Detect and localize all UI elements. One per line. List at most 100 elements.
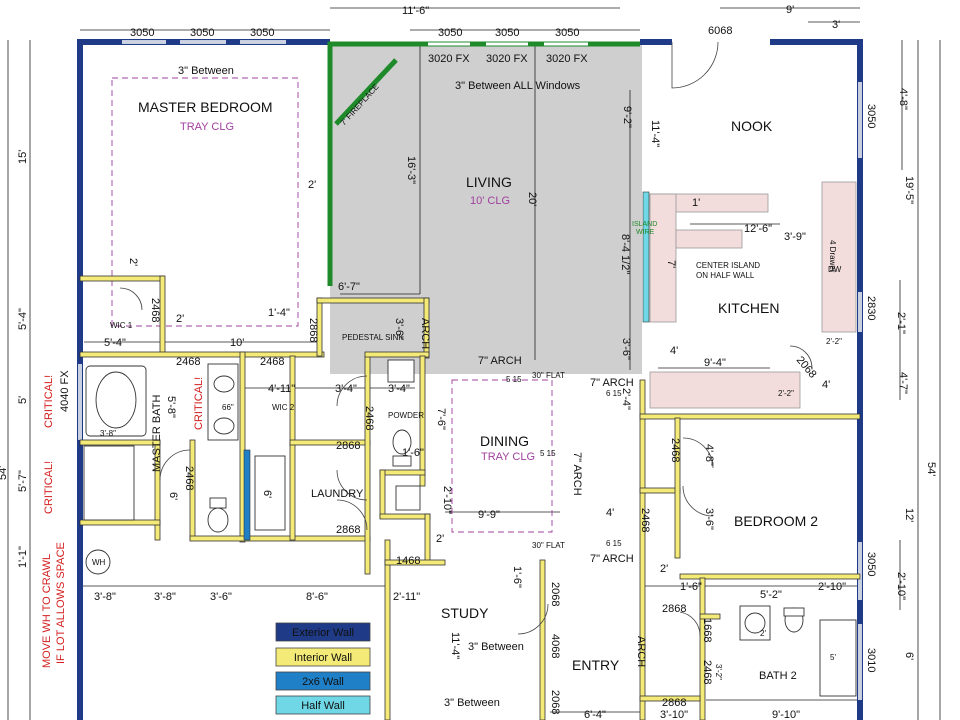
water-heater: WH (92, 558, 106, 567)
room-wic-2: WIC 2 (272, 403, 295, 412)
kitchen-counters (649, 181, 857, 409)
door-2468-mb: 2468 (176, 356, 200, 368)
dim-2-10b: 2'-10" (441, 486, 453, 514)
door-2868-entry: 2868 (662, 697, 686, 709)
door-1668: 1668 (701, 618, 713, 642)
arch-7-top: 7" ARCH (478, 355, 522, 367)
dim-2-wic1: 2' (127, 258, 139, 266)
dim-2-2-b: 2'-2" (778, 389, 794, 398)
dim-1-6-powder: 1'-6" (402, 447, 424, 459)
dim-8-4-half: 8'-4 1/2" (619, 234, 631, 274)
dim-66: 66" (222, 403, 234, 412)
legend-swatch-half-wall (275, 695, 371, 715)
critical-note-1: CRITICAL! (43, 375, 55, 428)
dim-3-8-b: 3'-8" (154, 591, 176, 603)
legend-swatch-exterior (275, 622, 371, 642)
dim-6-15-top: 6 15 (606, 389, 622, 398)
dim-3-6-bed2: 3'-6" (703, 508, 715, 530)
fixtures (83, 359, 857, 697)
dim-12: 12' (903, 508, 915, 522)
legend-swatch-2x6 (275, 671, 371, 691)
window-3050-e: 3050 (495, 27, 519, 39)
dim-2-10: 2'-10" (895, 572, 907, 600)
dim-5: 5' (17, 396, 29, 404)
arch-7-dining: 7" ARCH (571, 452, 583, 496)
dim-6: 6' (903, 652, 915, 660)
dim-6-mbath: 6' (167, 492, 179, 500)
window-3050-b: 3050 (190, 27, 214, 39)
dim-1-6-entry: 1'-6" (511, 566, 523, 588)
room-study: STUDY (441, 605, 489, 621)
dim-6-7: 6'-7" (338, 281, 360, 293)
flat-30-bottom: 30" FLAT (532, 541, 565, 550)
dim-5-4: 5'-4" (17, 308, 29, 330)
window-3050-nook: 3050 (865, 104, 877, 128)
dim-4-kitchen: 4' (670, 345, 678, 357)
interior-walls (79, 275, 861, 720)
dim-5-4-wic: 5'-4" (104, 337, 126, 349)
dim-2-1: 2'-1" (895, 312, 907, 334)
dim-3-9: 3'-9" (784, 231, 806, 243)
dim-9-4: 9'-4" (704, 357, 726, 369)
dim-4-8: 4'-8" (897, 88, 909, 110)
door-2468-bath2: 2468 (701, 660, 713, 684)
dim-2-master: 2' (308, 179, 316, 191)
dim-3: 3' (832, 19, 840, 31)
dim-3-8-a: 3'-8" (94, 591, 116, 603)
dim-6-15-bottom: 6 15 (606, 539, 622, 548)
dim-5-tub: 5' (830, 653, 836, 662)
dim-3-10: 3'-10" (660, 709, 688, 720)
dim-11-4: 11'-4" (649, 120, 661, 147)
dim-5-7: 5'-7" (17, 470, 29, 492)
arch-entry: ARCH (635, 636, 647, 667)
dim-4-8-bed2: 4'-8" (703, 444, 715, 466)
dim-3-8-tub: 3'-8" (100, 429, 116, 438)
island-wire-line2: WIRE (636, 229, 655, 236)
room-entry: ENTRY (572, 657, 620, 673)
door-2868-laundry-a: 2868 (336, 440, 360, 452)
note-3-between: 3" Between (178, 65, 234, 77)
legend-label-half-wall: Half Wall (301, 700, 345, 712)
master-bedroom-ceiling: TRAY CLG (180, 121, 234, 133)
dim-7-6: 7'-6" (435, 408, 447, 430)
door-2068-a: 2068 (549, 582, 561, 606)
dim-3-6-bottom: 3'-6" (210, 591, 232, 603)
arch-7-kitchen: 7" ARCH (590, 377, 634, 389)
dim-4-11: 4'-11" (268, 383, 295, 395)
room-powder: POWDER (388, 411, 424, 420)
dim-2-dining: 2' (436, 533, 444, 545)
dim-9: 9' (786, 4, 794, 16)
dim-9-10: 9'-10" (772, 709, 800, 720)
dim-9-2: 9'-2" (621, 106, 633, 128)
door-2468-wic2: 2468 (260, 356, 284, 368)
tray-ceilings (111, 77, 553, 533)
room-laundry: LAUNDRY (311, 488, 364, 500)
living-ceiling: 10' CLG (470, 195, 510, 207)
window-3020fx-b: 3020 FX (486, 53, 528, 65)
window-3010: 3010 (865, 648, 877, 672)
dim-15: 15' (17, 150, 29, 164)
legend-swatch-interior (275, 647, 371, 667)
critical-note-3: CRITICAL! (193, 377, 205, 430)
critical-note-2: CRITICAL! (43, 461, 55, 514)
dim-1-6-bed2: 1'-6" (680, 581, 702, 593)
dim-5-15-dining: 5 15 (540, 449, 556, 458)
window-3020fx-c: 3020 FX (546, 53, 588, 65)
dim-1: 1' (692, 197, 700, 209)
legend: Exterior Wall Interior Wall 2x6 Wall Hal… (275, 622, 371, 715)
dim-2-bed2: 2' (660, 563, 668, 575)
living-floor-lower (430, 298, 642, 374)
dim-3-2: 3'-2" (714, 664, 723, 680)
legend-label-2x6: 2x6 Wall (302, 676, 344, 688)
door-2468-bed2: 2468 (639, 508, 651, 532)
dim-3-4-a: 3'-4" (335, 383, 357, 395)
dim-54-left: 54' (0, 466, 9, 480)
dining-ceiling: TRAY CLG (481, 451, 535, 463)
dim-2-2: 2'-2" (826, 337, 842, 346)
room-bedroom-2: BEDROOM 2 (734, 513, 818, 529)
room-living: LIVING (466, 174, 512, 190)
dim-1-4: 1'-4" (268, 307, 290, 319)
dim-16-3: 16'-3" (405, 156, 417, 184)
dim-7: 7' (665, 260, 677, 268)
